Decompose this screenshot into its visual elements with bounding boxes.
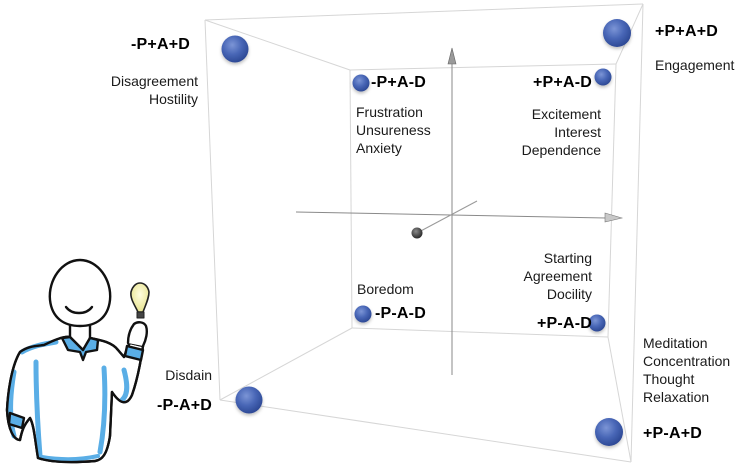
emotion-label: Interest — [554, 124, 601, 140]
code-pPnAnD: +P-A-D — [537, 315, 592, 332]
emotions-pPnAnD: Starting Agreement Docility — [524, 249, 592, 303]
arousal-axis-arrow-icon — [447, 47, 457, 65]
code-nPnApD: -P-A+D — [157, 397, 212, 414]
outer-cube — [204, 3, 644, 463]
depth-edge-br — [607, 336, 632, 463]
light-bulb-base — [136, 311, 145, 319]
outer-edge-bottom — [219, 399, 632, 463]
inner-cube — [349, 63, 617, 338]
emotion-label: Frustration — [356, 104, 423, 120]
code-pPnApD: +P-A+D — [643, 425, 702, 442]
person-collar — [60, 335, 100, 362]
person-shirt-shading-bottom — [40, 454, 100, 462]
code-nPpAnD: -P+A-D — [371, 74, 426, 91]
depth-edge-bl — [219, 327, 353, 401]
emotions-pPpAnD: Excitement Interest Dependence — [522, 105, 601, 159]
emotion-label: Boredom — [357, 281, 414, 297]
sphere-pPnAnD — [588, 314, 606, 332]
sphere-pPpAnD — [594, 68, 612, 86]
emotions-nPnApD: Disdain — [165, 366, 212, 384]
cube-depth-edges — [204, 3, 644, 463]
light-bulb-icon — [130, 282, 150, 313]
inner-edge-right — [607, 63, 617, 338]
person-shirt-shading-right — [97, 365, 108, 455]
person-illustration — [5, 258, 150, 464]
octant-spheres — [221, 19, 631, 446]
emotion-label: Relaxation — [643, 389, 710, 405]
emotion-label: Excitement — [531, 106, 601, 122]
inner-edge-bottom — [351, 327, 609, 338]
emotion-label: Agreement — [523, 268, 592, 284]
emotion-label: Unsureness — [356, 122, 431, 138]
sphere-pPnApD — [595, 418, 623, 446]
sphere-nPpApD — [221, 35, 249, 63]
emotion-label: Hostility — [148, 91, 198, 107]
sphere-nPpAnD — [352, 74, 370, 92]
code-nPpApD: -P+A+D — [131, 36, 190, 53]
emotion-label: Dependence — [521, 142, 601, 158]
axes — [295, 47, 624, 375]
sphere-pPpApD — [603, 19, 631, 47]
emotion-label: Docility — [546, 286, 592, 302]
emotion-label: Anxiety — [356, 140, 402, 156]
emotion-label: Concentration — [643, 353, 731, 369]
code-pPpAnD: +P+A-D — [533, 74, 592, 91]
emotion-label: Thought — [643, 371, 695, 387]
sphere-nPnApD — [235, 386, 263, 414]
center-sphere — [411, 227, 423, 239]
person-cuff-left — [7, 411, 26, 430]
person-smile — [64, 305, 94, 315]
emotions-nPpApD: Disagreement Hostility — [111, 72, 198, 108]
emotions-pPpApD: Engagement — [655, 56, 734, 74]
person-hand — [126, 321, 148, 348]
inner-edge-top — [349, 63, 617, 71]
emotions-nPnAnD: Boredom — [357, 280, 414, 298]
outer-edge-right — [630, 3, 644, 463]
outer-edge-top — [204, 3, 644, 21]
person-head — [48, 258, 112, 328]
emotion-label: Disagreement — [110, 73, 198, 89]
sphere-nPnAnD — [354, 305, 372, 323]
person-shirt-shading-left — [8, 369, 17, 439]
pleasure-axis-arrow-icon — [604, 212, 624, 223]
emotions-nPpAnD: Frustration Unsureness Anxiety — [356, 103, 431, 157]
emotions-pPnApD: Meditation Concentration Thought Relaxat… — [643, 334, 730, 406]
emotion-label: Engagement — [655, 57, 735, 73]
code-pPpApD: +P+A+D — [655, 23, 719, 40]
emotion-label: Starting — [543, 250, 592, 266]
outer-edge-left — [204, 19, 221, 401]
person-cuff-right — [123, 344, 145, 362]
inner-edge-left — [349, 69, 353, 329]
emotion-label: Meditation — [643, 335, 708, 351]
person-shirt-shading-arm — [119, 367, 130, 403]
person-shirt-shading-body — [33, 359, 43, 459]
dominance-axis — [416, 200, 478, 234]
emotion-label: Disdain — [165, 367, 212, 383]
code-nPnAnD: -P-A-D — [375, 305, 426, 322]
depth-edge-tl — [204, 19, 351, 71]
